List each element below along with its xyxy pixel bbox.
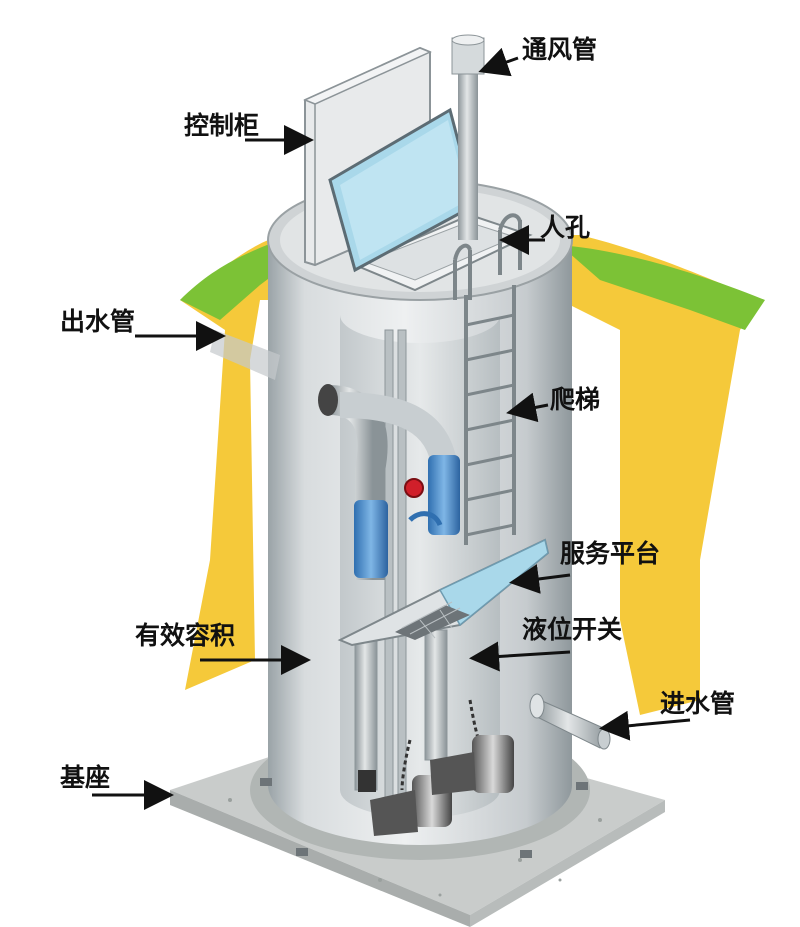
labels: 通风管 控制柜 人孔 出水管 爬梯 服务平台 液位开关 有效容积 进水管 基座 xyxy=(60,35,735,792)
arrow-icon xyxy=(509,564,571,594)
label-manhole: 人孔 xyxy=(540,213,590,242)
submersible-pumps xyxy=(358,699,514,836)
arrow-icon xyxy=(599,710,691,741)
label-inlet-pipe: 进水管 xyxy=(660,689,735,718)
label-effective-volume: 有效容积 xyxy=(135,621,235,650)
service-platform xyxy=(337,538,550,647)
outlet-pipe-stub xyxy=(210,330,280,380)
base-bolts xyxy=(260,778,588,858)
label-level-switch: 液位开关 xyxy=(522,615,622,644)
label-base: 基座 xyxy=(60,763,110,792)
callout-arrows xyxy=(92,47,691,810)
arrow-icon xyxy=(469,641,571,672)
outlet-pipe-assembly xyxy=(318,384,460,580)
label-control-cabinet: 控制柜 xyxy=(184,111,259,140)
arrow-icon xyxy=(506,392,549,423)
arrow-icon xyxy=(478,47,519,77)
label-service-platform: 服务平台 xyxy=(560,539,660,568)
vent-pipe xyxy=(451,34,485,240)
tank-body xyxy=(267,179,573,845)
label-outlet-pipe: 出水管 xyxy=(60,307,135,336)
label-vent-pipe: 通风管 xyxy=(522,35,597,64)
label-ladder: 爬梯 xyxy=(550,385,600,414)
